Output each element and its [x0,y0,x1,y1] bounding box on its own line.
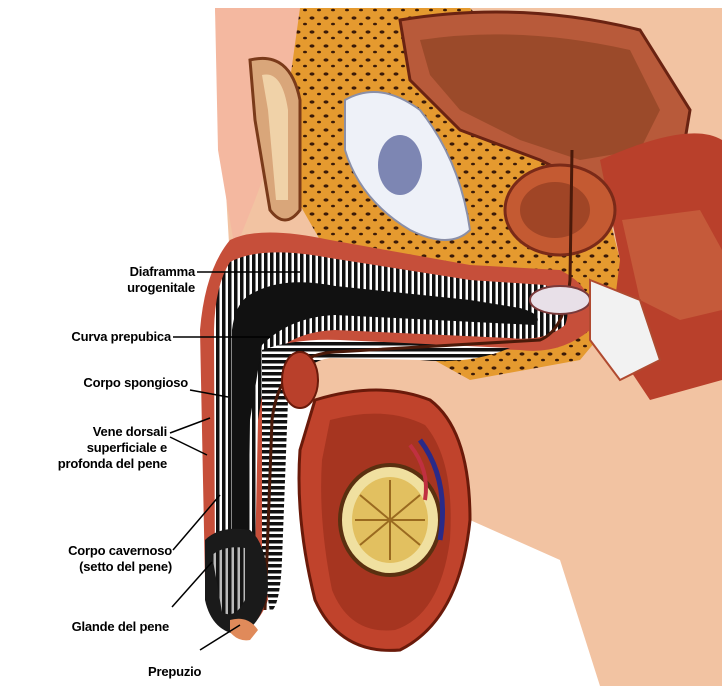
label-prepuzio: Prepuzio [148,664,201,680]
label-glande: Glande del pene [72,619,169,635]
label-vene-dorsali: Vene dorsali superficiale e profonda del… [58,424,167,472]
label-diaframma-line1: Diaframma [127,264,195,280]
label-vene-line1: Vene dorsali [58,424,167,440]
label-corpo-cavernoso: Corpo cavernoso (setto del pene) [68,543,172,575]
label-diaframma-line2: urogenitale [127,280,195,296]
label-corpo-spongioso: Corpo spongioso [83,375,188,391]
label-vene-line2: superficiale e [58,440,167,456]
label-cavernoso-line2: (setto del pene) [68,559,172,575]
label-cavernoso-line1: Corpo cavernoso [68,543,172,559]
label-diaframma: Diaframma urogenitale [127,264,195,296]
label-vene-line3: profonda del pene [58,456,167,472]
label-curva-prepubica: Curva prepubica [71,329,171,345]
